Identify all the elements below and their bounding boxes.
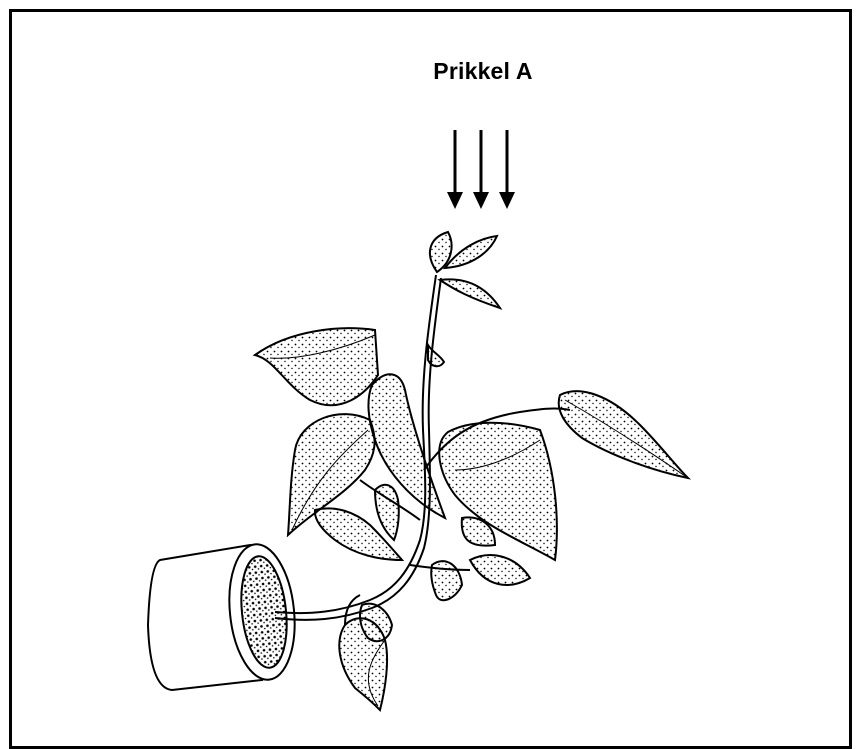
leaf bbox=[375, 485, 399, 540]
flower-pot bbox=[148, 541, 301, 690]
down-arrow-icon bbox=[447, 130, 463, 209]
leaf bbox=[431, 561, 462, 600]
down-arrow-icon bbox=[499, 130, 515, 209]
leaf bbox=[255, 328, 378, 405]
leaf bbox=[445, 236, 497, 268]
leaf bbox=[470, 555, 530, 585]
leaf bbox=[440, 279, 500, 308]
leaf bbox=[439, 423, 557, 560]
plant-leaves bbox=[255, 232, 688, 710]
down-arrow-icon bbox=[473, 130, 489, 209]
stimulus-arrows bbox=[447, 130, 515, 209]
leaf bbox=[428, 345, 444, 366]
plant-diagram bbox=[0, 0, 860, 731]
